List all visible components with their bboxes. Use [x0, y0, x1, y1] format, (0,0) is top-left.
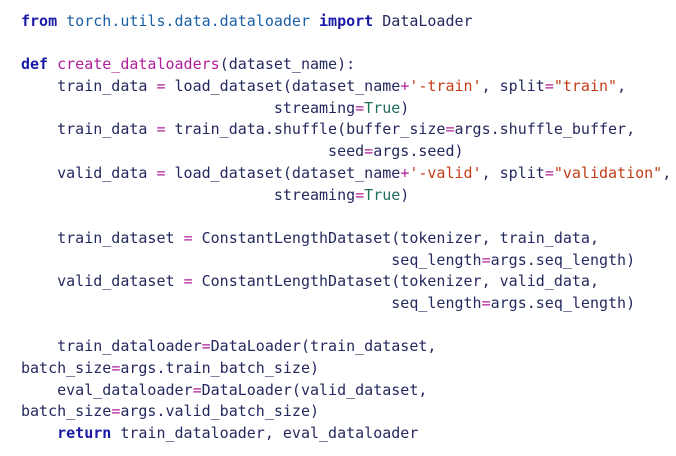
code-text: args.valid_batch_size): [120, 402, 320, 421]
code-text: DataLoader(valid_dataset,: [201, 380, 428, 399]
code-line: def create_dataloaders(dataset_name):: [21, 54, 671, 76]
code-keyword: from: [21, 12, 58, 30]
code-boolean: True: [364, 98, 401, 117]
code-text: ): [400, 98, 410, 117]
code-operator: =: [192, 380, 202, 399]
code-operator: =: [481, 293, 491, 312]
code-operator: =: [544, 77, 554, 96]
code-operator: +: [400, 77, 410, 96]
code-line: return train_dataloader, eval_dataloader: [21, 423, 671, 445]
code-line: train_dataloader=DataLoader(train_datase…: [21, 336, 671, 358]
code-operator: =: [445, 120, 455, 139]
code-text: DataLoader(train_dataset,: [210, 337, 437, 356]
code-text: [48, 55, 57, 73]
code-string: "train": [553, 77, 618, 96]
code-function-name: create_dataloaders: [57, 55, 220, 74]
code-line: seed=args.seed): [21, 141, 671, 163]
code-text: args.seed): [373, 142, 464, 161]
code-operator: +: [400, 163, 410, 182]
code-operator: =: [111, 359, 121, 377]
code-boolean: True: [364, 185, 401, 204]
code-operator: =: [364, 142, 374, 161]
code-operator: =: [355, 98, 365, 117]
code-text: , split: [481, 77, 545, 96]
code-line: train_dataset = ConstantLengthDataset(to…: [21, 228, 671, 250]
code-block: from torch.utils.data.dataloader import …: [21, 11, 671, 445]
code-text: (dataset_name):: [219, 55, 356, 74]
code-text: load_dataset(dataset_name: [165, 77, 401, 96]
code-operator: =: [156, 77, 166, 96]
code-text: seed: [21, 142, 365, 161]
code-text: train_data: [21, 77, 157, 96]
code-text: eval_dataloader: [21, 380, 193, 399]
code-text: batch_size: [21, 359, 112, 377]
code-text: , split: [481, 163, 545, 182]
code-text: args.shuffle_buffer,: [454, 120, 636, 139]
code-text: [310, 12, 319, 30]
code-text: [57, 12, 66, 30]
code-keyword: import: [319, 12, 374, 30]
code-text: seq_length: [21, 250, 482, 269]
code-line: [21, 33, 671, 55]
code-operator: =: [156, 120, 166, 139]
code-line: batch_size=args.valid_batch_size): [21, 401, 671, 423]
code-line: valid_dataset = ConstantLengthDataset(to…: [21, 271, 671, 293]
code-string: '-valid': [409, 163, 482, 182]
code-operator: =: [156, 163, 166, 182]
code-text: streaming: [21, 98, 356, 117]
code-text: valid_data: [21, 163, 157, 182]
code-operator: =: [183, 272, 193, 291]
code-text: streaming: [21, 185, 356, 204]
code-line: streaming=True): [21, 185, 671, 207]
code-text: ,: [617, 77, 627, 96]
code-line: [21, 206, 671, 228]
code-line: train_data = train_data.shuffle(buffer_s…: [21, 119, 671, 141]
code-line: valid_data = load_dataset(dataset_name+'…: [21, 163, 671, 185]
code-module-name: torch.utils.data.dataloader: [66, 12, 310, 30]
code-keyword: def: [21, 55, 49, 74]
code-text: ,: [662, 163, 672, 182]
code-operator: =: [201, 337, 211, 356]
code-text: [21, 424, 57, 442]
code-line: train_data = load_dataset(dataset_name+'…: [21, 76, 671, 98]
code-text: batch_size: [21, 402, 112, 421]
code-text: args.train_batch_size): [120, 359, 320, 377]
code-text: train_dataloader: [21, 337, 202, 356]
code-text: ConstantLengthDataset(tokenizer, valid_d…: [192, 272, 599, 291]
code-line: seq_length=args.seq_length): [21, 250, 671, 272]
code-operator: =: [544, 163, 554, 182]
code-line: batch_size=args.train_batch_size): [21, 358, 671, 380]
code-text: ): [400, 185, 410, 204]
code-operator: =: [111, 402, 121, 421]
code-text: DataLoader: [373, 12, 473, 30]
code-operator: =: [183, 228, 193, 247]
code-text: load_dataset(dataset_name: [165, 163, 401, 182]
code-string: "validation": [553, 163, 663, 182]
code-operator: =: [355, 185, 365, 204]
code-text: ConstantLengthDataset(tokenizer, train_d…: [192, 228, 599, 247]
code-string: '-train': [409, 77, 482, 96]
code-text: args.seq_length): [490, 250, 636, 269]
code-text: args.seq_length): [490, 293, 636, 312]
code-operator: =: [481, 250, 491, 269]
code-text: valid_dataset: [21, 272, 184, 291]
code-keyword: return: [57, 424, 112, 443]
code-text: train_data: [21, 120, 157, 139]
code-line: eval_dataloader=DataLoader(valid_dataset…: [21, 380, 671, 402]
code-text: train_data.shuffle(buffer_size: [165, 120, 446, 139]
code-text: train_dataset: [21, 228, 184, 247]
code-line: [21, 315, 671, 337]
code-line: streaming=True): [21, 98, 671, 120]
code-line: from torch.utils.data.dataloader import …: [21, 11, 671, 33]
code-line: seq_length=args.seq_length): [21, 293, 671, 315]
code-text: train_dataloader, eval_dataloader: [111, 424, 419, 443]
code-text: seq_length: [21, 293, 482, 312]
